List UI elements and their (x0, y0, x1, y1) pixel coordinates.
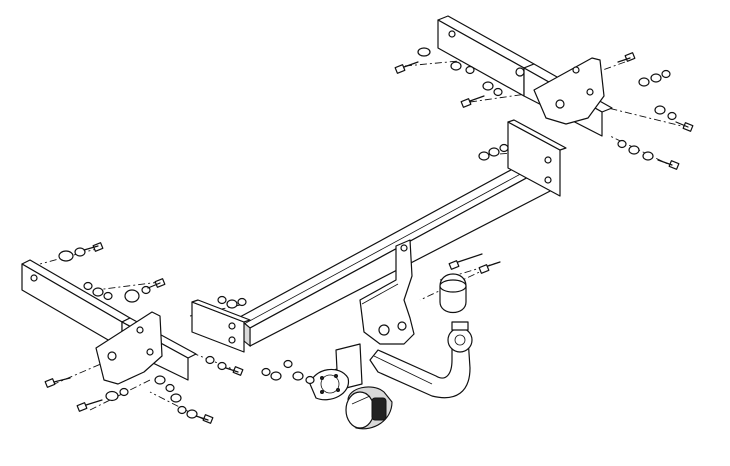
right-side-bracket (437, 15, 613, 137)
left-top-bolts (58, 242, 166, 303)
left-bracket-bolts (205, 295, 247, 376)
right-end-plate (507, 119, 567, 197)
center-bolts (448, 253, 501, 274)
left-end-plate (191, 299, 251, 353)
top-right-bolts (394, 47, 503, 108)
left-bottom-bolts (44, 375, 214, 424)
socket-plate (309, 343, 363, 401)
tow-ball-cap (439, 273, 467, 314)
neck-clamp-nuts (261, 359, 315, 385)
right-bracket-bolts (617, 52, 694, 170)
left-side-bracket (21, 259, 197, 385)
crossbar-end-nuts (478, 143, 509, 161)
electrical-socket (345, 386, 393, 430)
tow-ball-neck (369, 321, 473, 399)
center-mount-plate (359, 239, 415, 345)
